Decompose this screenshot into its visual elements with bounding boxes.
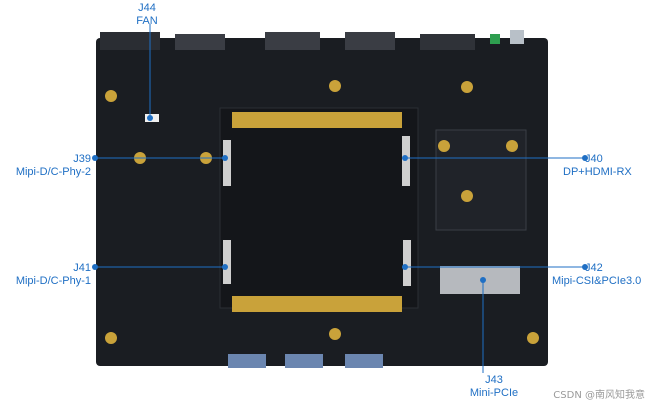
label-j41: J41 Mipi-D/C-Phy-1 [0, 262, 91, 288]
callout-lines [95, 24, 585, 373]
connector-id: J42 [585, 262, 603, 274]
connector-desc: DP+HDMI-RX [563, 166, 632, 178]
connector-desc: Mini-PCIe [469, 387, 519, 399]
connector-id: J41 [73, 262, 91, 274]
connector-id: J39 [73, 153, 91, 165]
label-j44: J44 FAN [125, 2, 169, 28]
connector-desc: Mipi-CSI&PCIe3.0 [552, 275, 642, 287]
label-j42: J42 Mipi-CSI&PCIe3.0 [552, 262, 641, 288]
connector-desc: Mipi-D/C-Phy-1 [15, 275, 91, 287]
connector-id: J40 [585, 153, 603, 165]
label-j43: J43 Mini-PCIe [466, 374, 522, 400]
top-b2b-connector [232, 112, 402, 128]
label-j40: J40 DP+HDMI-RX [563, 153, 632, 179]
top-port [100, 32, 160, 50]
connector-desc: Mipi-D/C-Phy-2 [15, 166, 91, 178]
connector-id: J43 [485, 374, 503, 386]
label-j39: J39 Mipi-D/C-Phy-2 [0, 153, 91, 179]
connector-desc: FAN [136, 15, 158, 27]
bottom-b2b-connector [232, 296, 402, 312]
connector-id: J44 [138, 2, 156, 14]
watermark: CSDN @南风知我意 [553, 390, 645, 401]
callout-dots [92, 115, 588, 283]
